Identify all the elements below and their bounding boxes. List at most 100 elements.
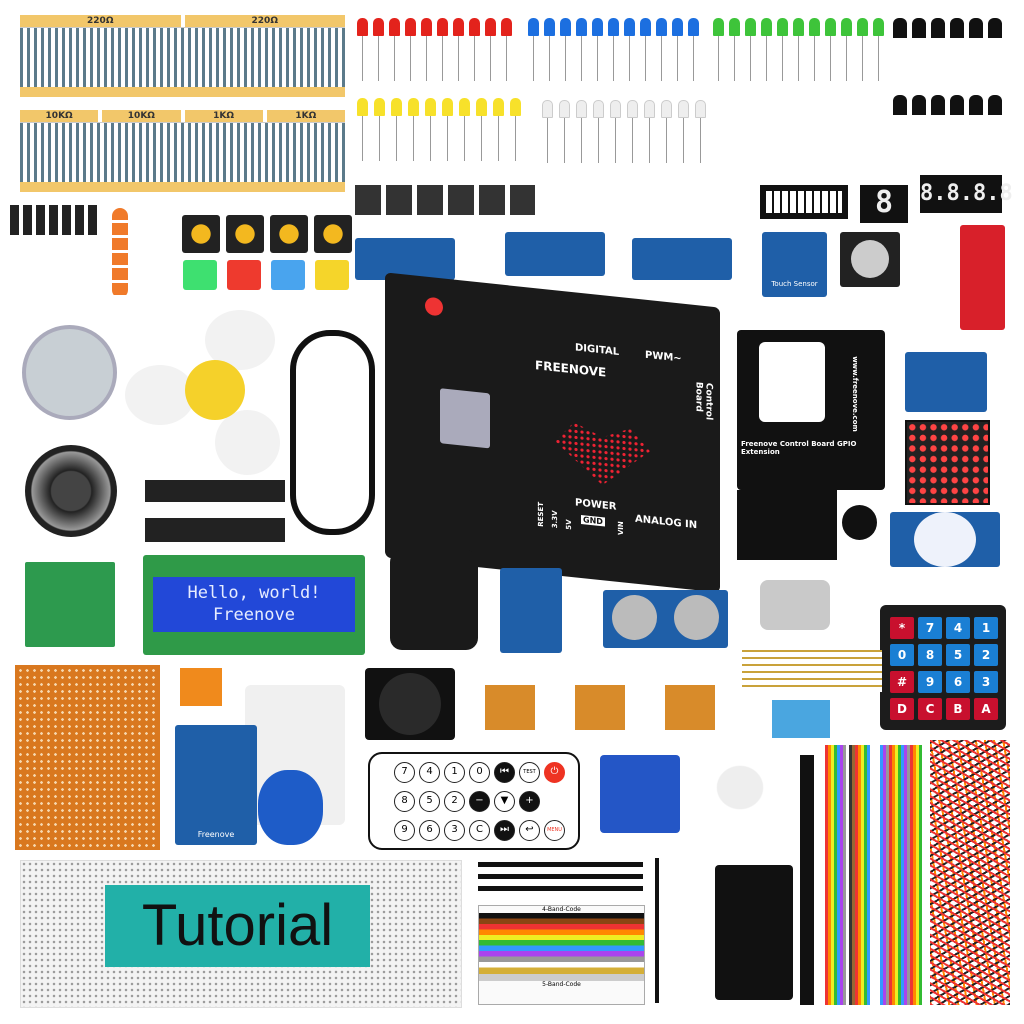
cap-green xyxy=(183,260,217,290)
led xyxy=(672,18,683,36)
keypad-key[interactable]: 4 xyxy=(946,617,970,639)
led-leg xyxy=(878,36,879,81)
led-leg xyxy=(447,116,448,161)
remote-key[interactable]: 3 xyxy=(444,820,465,841)
remote-key[interactable]: MENU xyxy=(544,820,565,841)
cap-blue xyxy=(271,260,305,290)
led xyxy=(559,100,570,118)
led-leg xyxy=(506,36,507,81)
led-leg xyxy=(798,36,799,81)
battery-holder xyxy=(715,865,793,1000)
keypad-key[interactable]: 6 xyxy=(946,671,970,693)
remote-key[interactable]: TEST xyxy=(519,762,540,783)
led-leg xyxy=(515,116,516,161)
led-leg xyxy=(814,36,815,81)
remote-key[interactable]: 9 xyxy=(394,820,415,841)
usb-cable xyxy=(290,330,375,535)
remote-key[interactable]: C xyxy=(469,820,490,841)
led xyxy=(459,98,470,116)
remote-key[interactable]: 5 xyxy=(419,791,440,812)
led xyxy=(841,18,852,36)
keypad-key[interactable]: A xyxy=(974,698,998,720)
led-leg xyxy=(362,116,363,161)
stepper-driver-board xyxy=(25,562,115,647)
keypad-key[interactable]: 2 xyxy=(974,644,998,666)
single-7seg-display: 8 xyxy=(860,185,908,223)
stepper-motor xyxy=(22,325,117,420)
remote-key[interactable]: 4 xyxy=(419,762,440,783)
dc-motor xyxy=(760,580,830,630)
keypad-key[interactable]: 3 xyxy=(974,671,998,693)
led xyxy=(656,18,667,36)
cap-red xyxy=(227,260,261,290)
remote-key[interactable]: ⏻ xyxy=(544,762,565,783)
remote-key[interactable]: − xyxy=(469,791,490,812)
remote-key[interactable]: ▼ xyxy=(494,791,515,812)
transistor xyxy=(988,95,1002,115)
keypad-key[interactable]: B xyxy=(946,698,970,720)
led-leg xyxy=(396,116,397,161)
led-leg xyxy=(549,36,550,81)
pir-sensor xyxy=(890,512,1000,567)
remote-key[interactable]: ↩ xyxy=(519,820,540,841)
led xyxy=(425,98,436,116)
led xyxy=(373,18,384,36)
keypad-key[interactable]: 9 xyxy=(918,671,942,693)
resistor-label: 220Ω xyxy=(20,15,181,27)
keypad-key[interactable]: 7 xyxy=(918,617,942,639)
keypad-key[interactable]: 1 xyxy=(974,617,998,639)
keypad-key[interactable]: D xyxy=(890,698,914,720)
remote-key[interactable]: 2 xyxy=(444,791,465,812)
remote-key[interactable]: 0 xyxy=(469,762,490,783)
keypad-key[interactable]: 0 xyxy=(890,644,914,666)
extension-title: Freenove Control Board GPIO Extension xyxy=(741,440,857,456)
led xyxy=(745,18,756,36)
lcd-screen: Hello, world! Freenove xyxy=(153,577,355,632)
jumper-wires-mm xyxy=(880,745,922,1005)
remote-key[interactable]: 7 xyxy=(394,762,415,783)
remote-key[interactable]: + xyxy=(519,791,540,812)
led xyxy=(442,98,453,116)
keypad-key[interactable]: # xyxy=(890,671,914,693)
keypad-key[interactable]: 8 xyxy=(918,644,942,666)
led-leg xyxy=(426,36,427,81)
battery-snap xyxy=(655,858,705,1003)
keypad-key[interactable]: 5 xyxy=(946,644,970,666)
led-leg xyxy=(782,36,783,81)
tactile-switches xyxy=(355,185,535,215)
led xyxy=(729,18,740,36)
remote-key[interactable]: 1 xyxy=(444,762,465,783)
touch-sensor: Touch Sensor xyxy=(762,232,827,297)
remote-key[interactable]: 6 xyxy=(419,820,440,841)
jumper-wires-ff xyxy=(825,745,870,1005)
resistor-label: 1KΩ xyxy=(184,110,263,122)
led xyxy=(544,18,555,36)
remote-key[interactable]: ⏭ xyxy=(494,820,515,841)
pin-headers xyxy=(478,862,643,892)
led-leg xyxy=(666,118,667,163)
led-leg xyxy=(498,116,499,161)
tape xyxy=(20,87,345,97)
electrolytic-capacitors xyxy=(10,205,100,235)
led-leg xyxy=(362,36,363,81)
keypad-key[interactable]: * xyxy=(890,617,914,639)
barometer-module xyxy=(500,568,562,653)
header-pins xyxy=(742,650,882,692)
led xyxy=(761,18,772,36)
remote-key[interactable]: 8 xyxy=(394,791,415,812)
rfid-module: Freenove xyxy=(175,725,257,845)
led xyxy=(644,100,655,118)
led xyxy=(610,100,621,118)
led xyxy=(713,18,724,36)
transistor xyxy=(969,18,983,38)
keypad-key[interactable]: C xyxy=(918,698,942,720)
rfid-keyfob xyxy=(258,770,323,845)
led-leg xyxy=(481,116,482,161)
potentiometers xyxy=(485,685,730,730)
speaker xyxy=(25,445,117,537)
remote-key[interactable]: ⏮ xyxy=(494,762,515,783)
led-leg xyxy=(547,118,548,163)
wifi-module xyxy=(440,388,490,449)
led xyxy=(688,18,699,36)
button xyxy=(270,215,308,253)
